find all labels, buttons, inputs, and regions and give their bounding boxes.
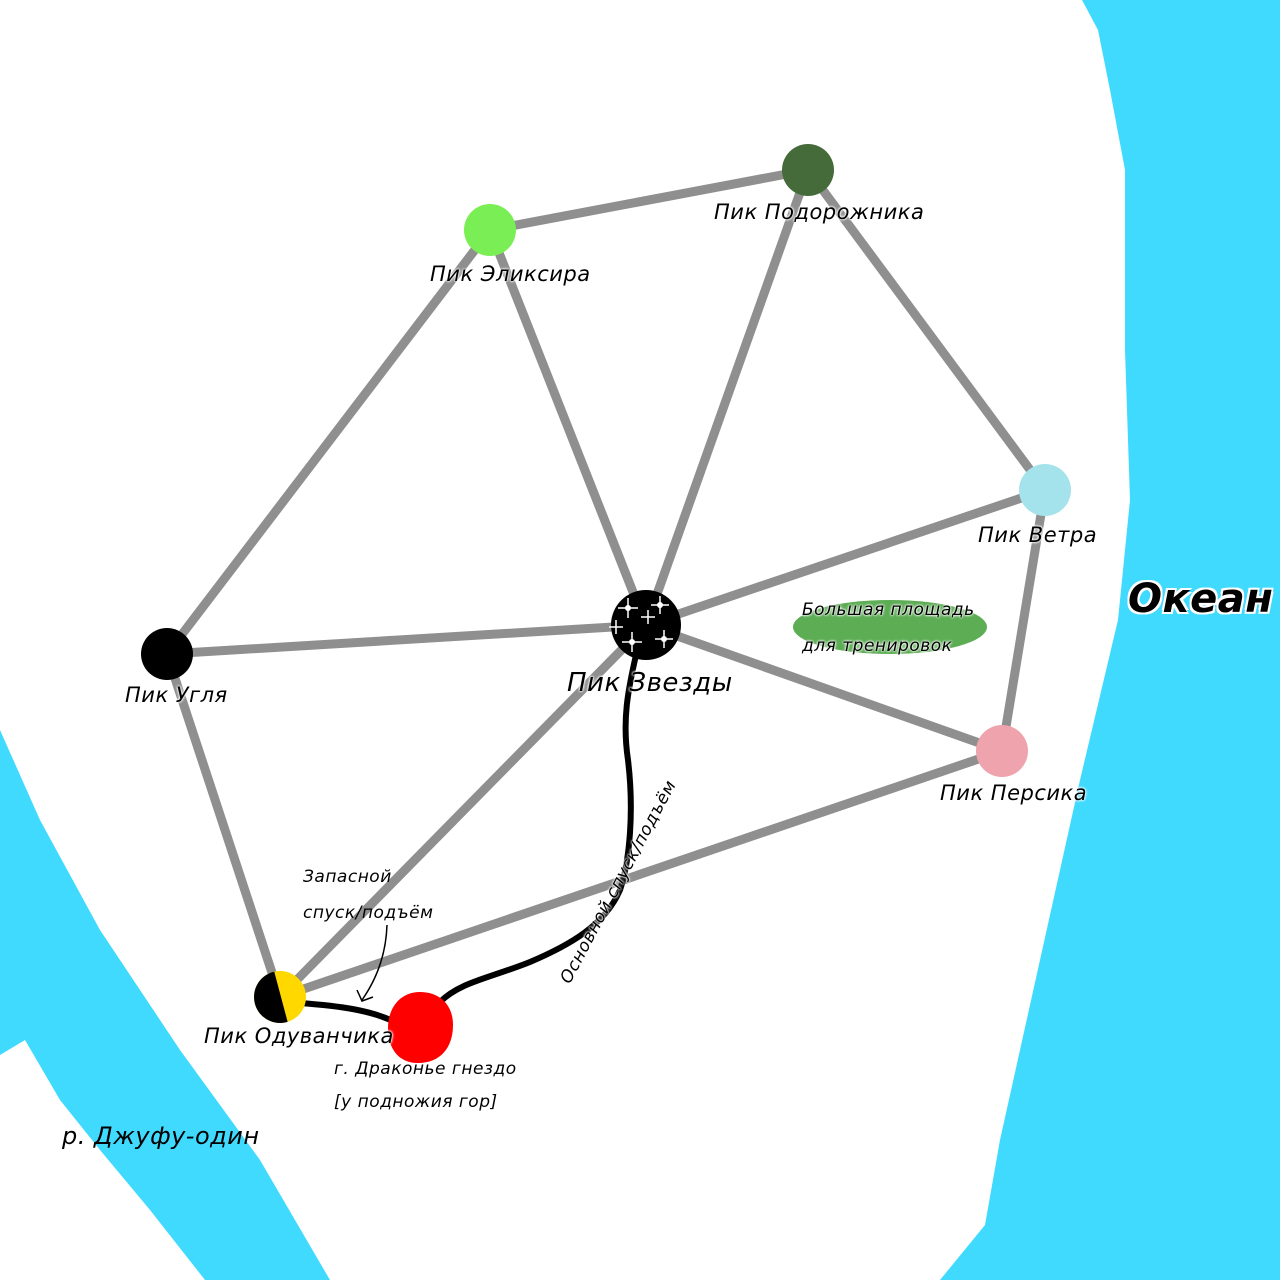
trail [803, 165, 1050, 495]
river [0, 730, 330, 1280]
trail [485, 225, 651, 630]
ocean-area [940, 0, 1280, 1280]
peak-vetra-label: Пик Ветра [978, 523, 1098, 547]
backup-route [297, 1000, 398, 1025]
peak-uglya-marker[interactable] [141, 628, 193, 680]
training-area-label-1: Большая площадь [802, 600, 975, 620]
training-area-label-2: для тренировок [802, 636, 953, 656]
peak-oduvanchika-label: Пик Одуванчика [204, 1024, 394, 1048]
trail [485, 165, 813, 235]
peak-persika-marker[interactable] [976, 725, 1028, 777]
training-area [793, 600, 987, 654]
peak-zvezdy-marker[interactable] [609, 590, 681, 660]
peak-zvezdy-label: Пик Звезды [567, 668, 733, 698]
trail [275, 620, 651, 1002]
backup-route-label-1: Запасной [303, 867, 392, 887]
peak-eliksira-marker[interactable] [464, 204, 516, 256]
peak-podorozhnika-marker[interactable] [782, 144, 834, 196]
backup-route-label-2: спуск/подъём [303, 903, 434, 923]
town-label-2: [у подножия гор] [334, 1092, 498, 1112]
peak-eliksira-label: Пик Эликсира [430, 262, 591, 286]
trails [162, 165, 1050, 1002]
arrow-icon [356, 924, 388, 1002]
trail [641, 485, 1050, 630]
river-label: р. Джуфу-один [62, 1122, 260, 1150]
trail [162, 649, 285, 1002]
trail [162, 225, 495, 659]
main-route [437, 652, 639, 1005]
trail [997, 485, 1050, 756]
peak-vetra-marker[interactable] [1019, 464, 1071, 516]
trail [641, 620, 1007, 756]
trail [275, 746, 1007, 1002]
trail [162, 620, 651, 659]
peak-uglya-label: Пик Угля [125, 683, 228, 707]
town-dragon-nest-marker[interactable] [388, 992, 453, 1063]
peak-podorozhnika-label: Пик Подорожника [714, 200, 925, 224]
trail [641, 165, 813, 630]
ocean-label: Океан [1128, 576, 1274, 622]
town-label-1: г. Драконье гнездо [334, 1059, 517, 1079]
peak-oduvanchika-marker[interactable] [250, 967, 310, 1027]
peak-persika-label: Пик Персика [940, 781, 1088, 805]
